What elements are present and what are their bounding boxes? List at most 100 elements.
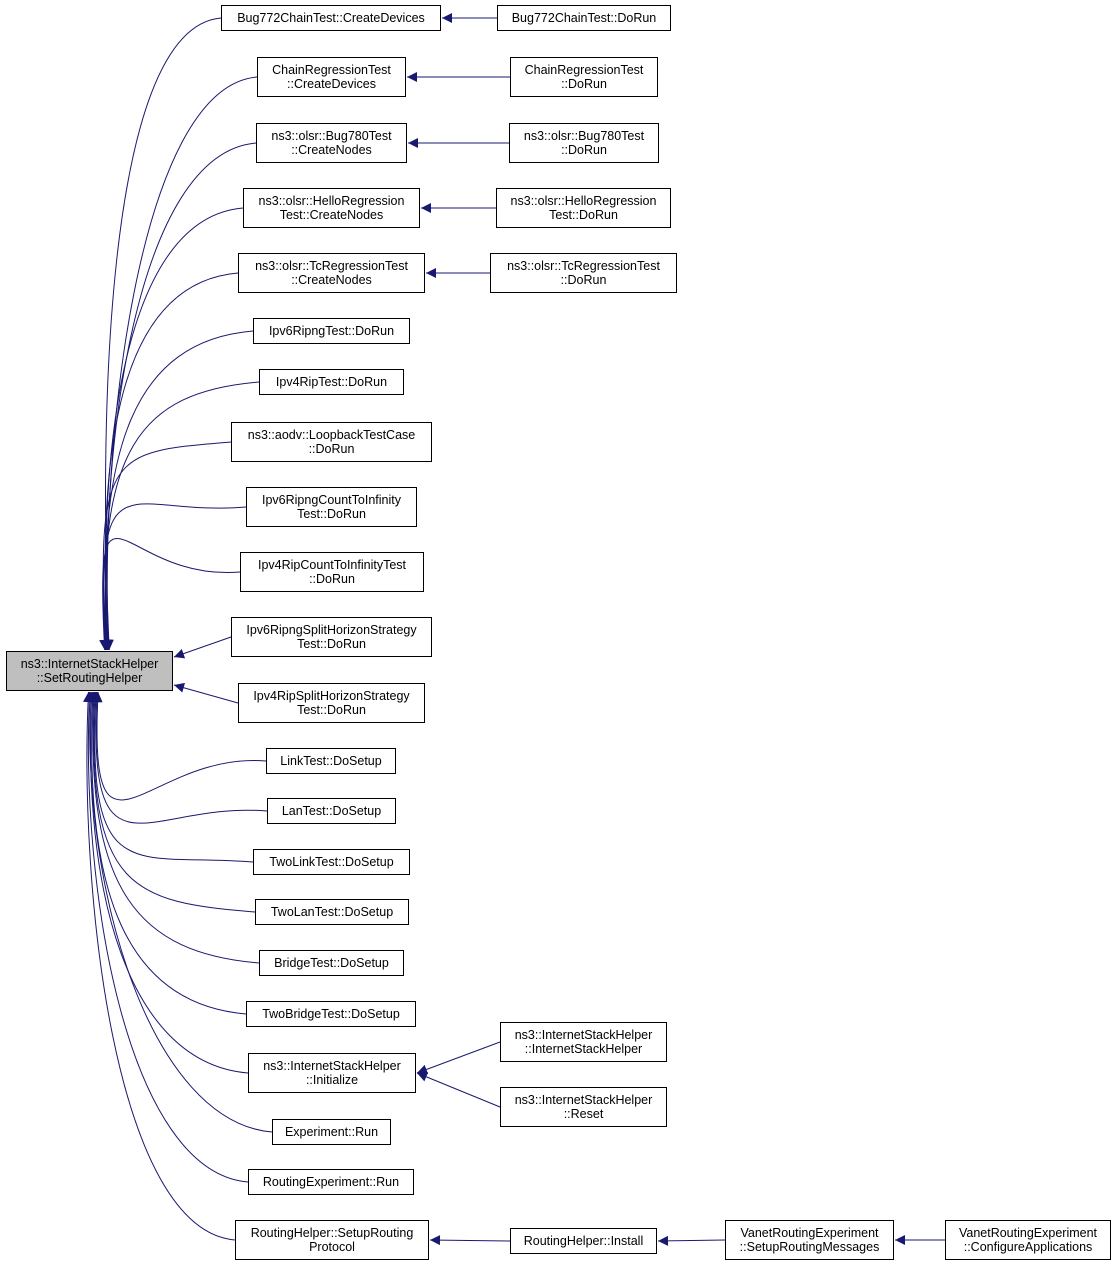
node-label-line: Ipv6RipngCountToInfinity xyxy=(262,492,401,507)
graph-node-ns3-olsr-tcregressiontest-createnodes[interactable]: ns3::olsr::TcRegressionTest::CreateNodes xyxy=(238,253,425,293)
node-label-line: Test::DoRun xyxy=(297,703,366,717)
node-label-line: BridgeTest::DoSetup xyxy=(274,955,389,970)
graph-node-ns3-internetstackhelper-initialize[interactable]: ns3::InternetStackHelper::Initialize xyxy=(248,1053,416,1093)
edge-n8-to-root xyxy=(100,441,232,651)
node-label-line: ::SetupRoutingMessages xyxy=(739,1240,880,1254)
node-label-line: ::CreateNodes xyxy=(291,273,372,287)
edge-n18-to-root xyxy=(87,691,247,1015)
node-label-line: Test::DoRun xyxy=(549,208,618,222)
graph-node-lantest-dosetup[interactable]: LanTest::DoSetup xyxy=(267,798,396,824)
node-label-line: RoutingExperiment::Run xyxy=(262,1174,400,1189)
node-label-line: ::CreateNodes xyxy=(291,143,372,157)
node-label-line: ns3::InternetStackHelper xyxy=(514,1027,653,1042)
node-label-line: Ipv4RipSplitHorizonStrategy xyxy=(253,688,410,703)
edge-n20-to-root xyxy=(85,691,273,1133)
edge-n11-to-root xyxy=(173,636,232,659)
node-label-line: LinkTest::DoSetup xyxy=(280,753,382,768)
graph-node-experiment-run[interactable]: Experiment::Run xyxy=(272,1119,391,1145)
edge-n17-to-root xyxy=(88,691,260,964)
node-label-line: Ipv6RipngSplitHorizonStrategy xyxy=(246,622,417,637)
node-label-line: ns3::olsr::Bug780Test xyxy=(523,128,645,143)
graph-node-routingexperiment-run[interactable]: RoutingExperiment::Run xyxy=(248,1169,414,1195)
node-label-line: VanetRoutingExperiment xyxy=(958,1225,1098,1240)
graph-node-vanetroutingexperiment-setuproutingmessages[interactable]: VanetRoutingExperiment::SetupRoutingMess… xyxy=(725,1220,894,1260)
edge-n4-to-root xyxy=(102,207,244,651)
node-label-line: Ipv4RipTest::DoRun xyxy=(275,374,388,389)
node-label-line: ::CreateDevices xyxy=(287,77,376,91)
node-label-line: ::SetRoutingHelper xyxy=(36,671,143,685)
node-label-line: TwoLinkTest::DoSetup xyxy=(269,854,394,869)
node-label-line: ns3::aodv::LoopbackTestCase xyxy=(247,427,416,442)
edge-n15-to-root xyxy=(90,691,254,863)
edge-n22a-to-n22 xyxy=(429,1235,511,1246)
graph-node-chainregressiontest-dorun[interactable]: ChainRegressionTest::DoRun xyxy=(510,57,658,97)
graph-node-bug772chaintest-dorun[interactable]: Bug772ChainTest::DoRun xyxy=(497,5,671,31)
graph-node-chainregressiontest-createdevices[interactable]: ChainRegressionTest::CreateDevices xyxy=(257,57,406,97)
node-label-line: Ipv4RipCountToInfinityTest xyxy=(258,557,406,572)
graph-node-twobridgetest-dosetup[interactable]: TwoBridgeTest::DoSetup xyxy=(246,1001,416,1027)
node-label-line: RoutingHelper::SetupRouting xyxy=(250,1225,414,1240)
graph-node-ipv6ripngtest-dorun[interactable]: Ipv6RipngTest::DoRun xyxy=(253,318,410,344)
node-label-line: ::DoRun xyxy=(560,273,607,287)
graph-node-twolantest-dosetup[interactable]: TwoLanTest::DoSetup xyxy=(255,899,409,925)
graph-node-ns3-internetstackhelper-reset[interactable]: ns3::InternetStackHelper::Reset xyxy=(500,1087,667,1127)
graph-node-ns3-olsr-bug780test-dorun[interactable]: ns3::olsr::Bug780Test::DoRun xyxy=(509,123,659,163)
node-label-line: ::Initialize xyxy=(305,1073,359,1087)
node-label-line: Ipv6RipngTest::DoRun xyxy=(268,323,395,338)
graph-node-vanetroutingexperiment-configureapplications[interactable]: VanetRoutingExperiment::ConfigureApplica… xyxy=(945,1220,1111,1260)
graph-node-ns3-olsr-tcregressiontest-dorun[interactable]: ns3::olsr::TcRegressionTest::DoRun xyxy=(490,253,677,293)
edge-n16-to-root xyxy=(89,691,256,913)
edge-n10-to-root xyxy=(99,538,241,651)
root-node-ns3-internetstackhelper-setroutinghelper: ns3::InternetStackHelper::SetRoutingHelp… xyxy=(6,651,173,691)
node-label-line: ns3::InternetStackHelper xyxy=(263,1058,401,1073)
graph-node-ns3-internetstackhelper-internetstackhelper[interactable]: ns3::InternetStackHelper::InternetStackH… xyxy=(500,1022,667,1062)
edge-n22b-to-n22a xyxy=(657,1235,726,1246)
graph-node-ipv4riptest-dorun[interactable]: Ipv4RipTest::DoRun xyxy=(259,369,404,395)
edge-n19b-to-n19 xyxy=(416,1072,501,1108)
edge-n2-to-root xyxy=(103,76,258,651)
edge-n19-to-root xyxy=(86,691,249,1074)
node-label-line: Test::DoRun xyxy=(297,637,366,651)
graph-node-ipv4ripcounttoinfinitytest-dorun[interactable]: Ipv4RipCountToInfinityTest::DoRun xyxy=(240,552,424,592)
graph-node-ns3-aodv-loopbacktestcase-dorun[interactable]: ns3::aodv::LoopbackTestCase::DoRun xyxy=(231,422,432,462)
edge-n3-to-root xyxy=(102,142,257,651)
node-label-line: VanetRoutingExperiment xyxy=(740,1225,879,1240)
graph-node-routinghelper-install[interactable]: RoutingHelper::Install xyxy=(510,1228,657,1254)
node-label-line: ::DoRun xyxy=(561,143,607,157)
node-label-line: Test::DoRun xyxy=(297,507,366,521)
node-label-line: ns3::InternetStackHelper xyxy=(514,1092,653,1107)
node-label-line: ns3::InternetStackHelper xyxy=(20,656,159,671)
node-label-line: ::Reset xyxy=(563,1107,604,1121)
node-label-line: TwoLanTest::DoSetup xyxy=(270,904,394,919)
graph-node-bridgetest-dosetup[interactable]: BridgeTest::DoSetup xyxy=(259,950,404,976)
node-label-line: ::ConfigureApplications xyxy=(963,1240,1093,1254)
graph-node-linktest-dosetup[interactable]: LinkTest::DoSetup xyxy=(266,748,396,774)
graph-node-bug772chaintest-createdevices[interactable]: Bug772ChainTest::CreateDevices xyxy=(221,5,441,31)
node-label-line: ChainRegressionTest xyxy=(272,62,391,77)
node-label-line: ns3::olsr::HelloRegression xyxy=(510,193,657,208)
node-label-line: ns3::olsr::TcRegressionTest xyxy=(255,258,408,273)
edge-n13-to-root xyxy=(92,691,267,801)
node-label-line: ns3::olsr::HelloRegression xyxy=(258,193,405,208)
node-label-line: ::DoRun xyxy=(308,442,355,456)
edge-n12-to-root xyxy=(173,682,239,704)
node-label-line: RoutingHelper::Install xyxy=(523,1233,644,1248)
node-label-line: Protocol xyxy=(309,1240,355,1254)
edge-n14-to-root xyxy=(91,691,268,824)
edge-n22-to-root xyxy=(83,691,236,1241)
graph-node-twolinktest-dosetup[interactable]: TwoLinkTest::DoSetup xyxy=(253,849,410,875)
graph-node-ns3-olsr-bug780test-createnodes[interactable]: ns3::olsr::Bug780Test::CreateNodes xyxy=(256,123,407,163)
edge-n19a-to-n19 xyxy=(416,1041,501,1075)
edge-n9-to-root xyxy=(99,503,247,651)
node-label-line: ::DoRun xyxy=(309,572,355,586)
node-label-line: ns3::olsr::Bug780Test xyxy=(271,128,392,143)
node-label-line: ns3::olsr::TcRegressionTest xyxy=(507,258,660,273)
